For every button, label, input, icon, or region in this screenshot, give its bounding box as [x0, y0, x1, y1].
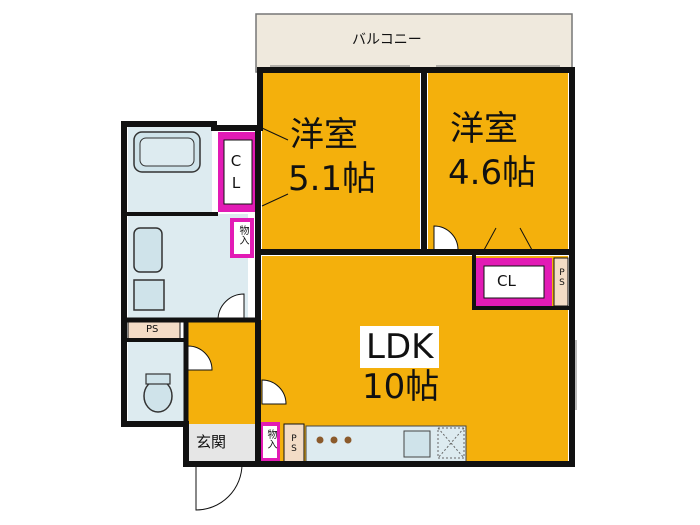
door-swing-icon	[261, 127, 289, 207]
ldk-size: 10帖	[362, 367, 440, 407]
stove-burner-icon	[344, 436, 352, 444]
ldk-name: LDK	[360, 326, 440, 368]
storage-upper-label: 物入	[237, 225, 248, 245]
kitchen-counter	[305, 425, 467, 463]
door-swing-icon	[433, 225, 459, 251]
washbasin-icon	[133, 227, 163, 273]
closet-right-label: CL	[497, 272, 516, 290]
door-swing-icon	[261, 379, 287, 405]
walls	[121, 67, 575, 467]
storage-entrance-label: 物入	[265, 429, 276, 449]
windows	[270, 65, 577, 410]
pipe-space-left-label: PS	[146, 324, 159, 335]
toilet-icon	[143, 379, 173, 413]
entrance-label: 玄関	[196, 433, 227, 451]
stove-burner-icon	[316, 436, 324, 444]
western-room-2-area	[428, 72, 568, 250]
balcony-area	[255, 13, 573, 73]
western-room-2-name: 洋室	[450, 109, 518, 149]
door-swing-icon	[483, 227, 533, 251]
closet-left-label: CL	[227, 152, 245, 196]
western-room-2-size: 4.6帖	[448, 153, 537, 193]
fridge-space-icon	[437, 427, 465, 459]
western-room-1-name: 洋室	[290, 115, 358, 155]
pipe-space-right-label: PS	[557, 268, 567, 288]
western-room-1-area	[262, 72, 420, 250]
western-room-1-size: 5.1帖	[288, 159, 377, 199]
entrance-door-icon	[195, 463, 243, 511]
balcony-label: バルコニー	[352, 32, 422, 48]
kitchen-sink-icon	[403, 430, 431, 458]
door-swing-icon	[217, 293, 245, 321]
hallway-area	[186, 320, 262, 424]
stove-burner-icon	[330, 436, 338, 444]
entrance-area	[186, 424, 256, 464]
washing-machine-icon	[133, 279, 165, 311]
pipe-space-entrance-label: PS	[289, 434, 299, 454]
door-swing-icon	[187, 345, 213, 371]
